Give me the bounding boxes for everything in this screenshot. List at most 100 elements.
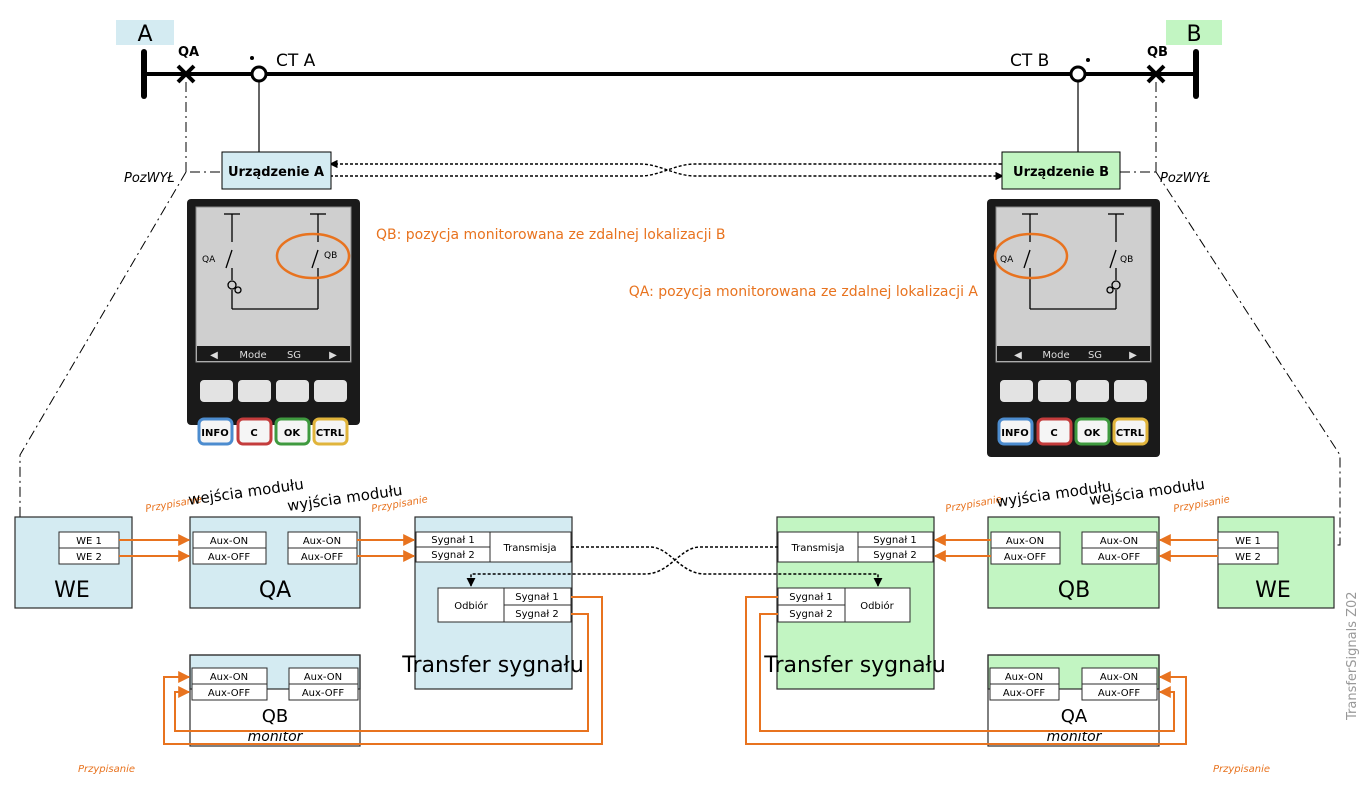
- hmi-a-info-label: INFO: [201, 428, 228, 439]
- hmi-b-c-button[interactable]: [1036, 417, 1073, 446]
- hmi-a-softkey-3[interactable]: [276, 380, 309, 402]
- ct-a-label: CT A: [276, 51, 316, 71]
- hmi-b-ctrl-button[interactable]: [1112, 417, 1149, 446]
- breaker-qa-symbol: [176, 64, 196, 84]
- hmi-b-single-line: [1022, 213, 1124, 310]
- hmi-a-highlight-qb: [275, 232, 351, 280]
- hmi-b-softkey-1[interactable]: [1000, 380, 1033, 402]
- hmi-a-menu-mode[interactable]: Mode: [239, 350, 266, 361]
- we-a-title: WE: [54, 578, 90, 603]
- hmi-a-ctrl-button[interactable]: [312, 417, 349, 446]
- transfer-a-rx-signal2: Sygnał 2: [515, 609, 558, 620]
- hmi-a-ctrl-label: CTRL: [316, 428, 345, 439]
- ct-a-symbol: [250, 56, 268, 152]
- qa-module-in-on: Aux-ON: [210, 536, 248, 547]
- monitor-b-in-off: Aux-OFF: [1098, 688, 1141, 699]
- hmi-b-softkey-2[interactable]: [1038, 380, 1071, 402]
- device-b-label: Urządzenie B: [1013, 165, 1109, 180]
- transfer-b-rx-signal1: Sygnał 1: [789, 592, 832, 603]
- device-a-box: [221, 151, 332, 190]
- assign-label-b3: Przypisanie: [1213, 764, 1270, 775]
- qb-module-in-off: Aux-OFF: [1098, 552, 1141, 563]
- ct-b-label: CT B: [1010, 51, 1049, 71]
- hmi-a-softkey-1[interactable]: [200, 380, 233, 402]
- transfer-b-tx-signal2: Sygnał 2: [873, 550, 916, 561]
- hmi-b-ok-button[interactable]: [1074, 417, 1111, 446]
- hmi-b-ctrl-label: CTRL: [1116, 428, 1145, 439]
- devices-section: Urządzenie A Urządzenie B PozWYŁ PozWYŁ: [19, 82, 1341, 546]
- monitor-b-in-on: Aux-ON: [1100, 672, 1138, 683]
- hmi-a-sld-qa: QA: [202, 255, 216, 265]
- hmi-b-menu-sg[interactable]: SG: [1088, 350, 1102, 361]
- transfer-b-rx-signal2: Sygnał 2: [789, 609, 832, 620]
- hmi-a-single-line: [224, 213, 326, 310]
- qa-module-title: QA: [259, 578, 291, 603]
- qa-module-in-off: Aux-OFF: [208, 552, 251, 563]
- qb-module-out-on: Aux-ON: [1006, 536, 1044, 547]
- signal-wires: [119, 534, 1218, 745]
- monitor-a-title: QB: [262, 706, 289, 727]
- hmi-a-sld-qb: QB: [324, 251, 337, 261]
- hmi-a-softkey-2[interactable]: [238, 380, 271, 402]
- hmi-b-softkey-3[interactable]: [1076, 380, 1109, 402]
- hmi-a-c-button[interactable]: [236, 417, 273, 446]
- transfer-a-rx-signal1: Sygnał 1: [515, 592, 558, 603]
- qa-module-out-on: Aux-ON: [303, 536, 341, 547]
- assign-label-a3: Przypisanie: [78, 764, 135, 775]
- hmi-a-ok-button[interactable]: [274, 417, 311, 446]
- transfer-a-receive: Odbiór: [454, 600, 488, 612]
- hmi-b-menu-mode[interactable]: Mode: [1042, 350, 1069, 361]
- qb-module-title: QB: [1058, 578, 1090, 603]
- monitor-a-full: [189, 654, 361, 747]
- device-a-label: Urządzenie A: [228, 165, 324, 180]
- transfer-a-transmit: Transmisja: [502, 543, 556, 554]
- hmi-a-softkey-4[interactable]: [314, 380, 347, 402]
- hmi-a-menu-sg[interactable]: SG: [287, 350, 301, 361]
- hmi-a-menu-right[interactable]: ▶: [329, 350, 337, 361]
- ct-b-symbol: [1069, 58, 1090, 152]
- qa-module-out-off: Aux-OFF: [301, 552, 344, 563]
- comm-link-lower: [330, 163, 1003, 177]
- hmi-b-ok-label: OK: [1084, 428, 1102, 439]
- monitor-b-out-off: Aux-OFF: [1003, 688, 1046, 699]
- hmi-a-c-label: C: [250, 428, 257, 439]
- hmi-b-softkey-4[interactable]: [1114, 380, 1147, 402]
- transfer-a-tx-signal2: Sygnał 2: [431, 550, 474, 561]
- monitor-a-in-off: Aux-OFF: [208, 688, 251, 699]
- busbar-section: A B QA QB CT A CT B: [116, 20, 1222, 152]
- monitor-b-full: [987, 654, 1160, 747]
- device-b-box: [1001, 151, 1121, 190]
- hmi-b-menu-right[interactable]: ▶: [1129, 350, 1137, 361]
- busbar-label-a-bg: [116, 20, 174, 45]
- transfer-a-tx-signal1: Sygnał 1: [431, 535, 474, 546]
- we-b-we2: WE 2: [1235, 552, 1261, 563]
- hmi-b-c-label: C: [1050, 428, 1057, 439]
- hmi-a-menu-bar: [197, 346, 350, 361]
- hmi-b: QA QB ◀ Mode SG ▶ INFO C OK CTRL: [987, 199, 1160, 457]
- monitor-b-out-on: Aux-ON: [1005, 672, 1043, 683]
- hmi-b-menu-bar: [997, 346, 1150, 361]
- hmi-a-ok-label: OK: [284, 428, 302, 439]
- hmi-a-info-button[interactable]: [197, 417, 234, 446]
- qb-module-in-on: Aux-ON: [1100, 536, 1138, 547]
- pos-off-label-a: PozWYŁ: [124, 171, 175, 186]
- annotation-qa-remote: QA: pozycja monitorowana ze zdalnej loka…: [629, 284, 979, 300]
- module-row-b: Transmisja Sygnał 1 Sygnał 2 Sygnał 1 Sy…: [763, 516, 1335, 745]
- transfer-a-title: Transfer sygnału: [401, 653, 584, 678]
- transfer-b-title: Transfer sygnału: [763, 653, 946, 678]
- hmi-b-menu-left[interactable]: ◀: [1014, 350, 1022, 361]
- comm-link-upper: [329, 159, 1004, 181]
- we-a-we2: WE 2: [76, 552, 102, 563]
- hmi-b-info-button[interactable]: [997, 417, 1034, 446]
- hmi-a: QA QB ◀ Mode SG ▶ INFO C OK CTRL: [187, 199, 360, 446]
- breaker-qa-label: QA: [178, 45, 199, 60]
- breaker-qb-label: QB: [1147, 45, 1168, 60]
- annotation-qb-remote: QB: pozycja monitorowana ze zdalnej loka…: [376, 227, 726, 243]
- busbar-label-a: A: [137, 22, 152, 47]
- hmi-a-menu-left[interactable]: ◀: [210, 350, 218, 361]
- qb-module-out-off: Aux-OFF: [1004, 552, 1047, 563]
- breaker-qb-symbol: [1146, 64, 1166, 84]
- transfer-b-transmit: Transmisja: [790, 543, 844, 554]
- busbar-label-b-bg: [1166, 20, 1222, 45]
- monitor-b-subtitle: monitor: [1047, 729, 1103, 745]
